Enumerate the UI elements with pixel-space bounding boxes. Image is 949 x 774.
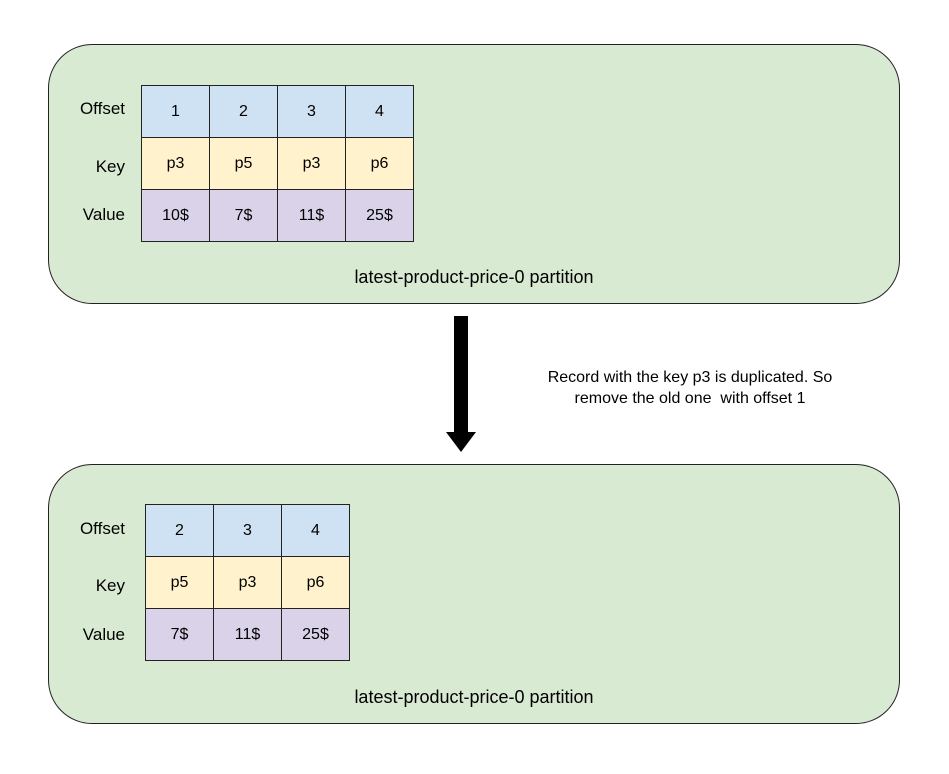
value-cell: 11$	[277, 189, 346, 242]
value-cell: 25$	[345, 189, 414, 242]
offset-cell: 2	[209, 85, 278, 138]
value-cell: 7$	[145, 608, 214, 661]
dedup-note: Record with the key p3 is duplicated. So…	[500, 367, 880, 409]
key-cell: p5	[209, 137, 278, 190]
dedup-note-line-1: Record with the key p3 is duplicated. So	[547, 369, 833, 386]
value-row: 10$ 7$ 11$ 25$	[141, 189, 414, 242]
down-arrow-icon	[446, 316, 476, 452]
offset-cell: 3	[277, 85, 346, 138]
value-row-label: Value	[82, 205, 125, 224]
key-cell: p6	[281, 556, 350, 609]
key-cell: p3	[213, 556, 282, 609]
partition-caption-before: latest-product-price-0 partition	[354, 267, 594, 287]
value-cell: 10$	[141, 189, 210, 242]
offset-row-label: Offset	[79, 99, 125, 118]
offset-row-label: Offset	[79, 519, 125, 538]
partition-caption-after: latest-product-price-0 partition	[354, 687, 594, 707]
value-cell: 11$	[213, 608, 282, 661]
key-cell: p6	[345, 137, 414, 190]
value-cell: 25$	[281, 608, 350, 661]
partition-before: Offset Key Value 1 2 3 4 p3 p5 p3 p6 10$…	[48, 44, 900, 304]
value-row-label: Value	[82, 625, 125, 644]
value-row: 7$ 11$ 25$	[145, 608, 350, 661]
offset-cell: 3	[213, 504, 282, 557]
dedup-note-line-2: remove the old one with offset 1	[574, 390, 806, 407]
offset-cell: 4	[345, 85, 414, 138]
offset-cell: 1	[141, 85, 210, 138]
key-cell: p5	[145, 556, 214, 609]
offset-row: 1 2 3 4	[141, 85, 414, 138]
key-cell: p3	[277, 137, 346, 190]
key-row-label: Key	[95, 576, 125, 595]
value-cell: 7$	[209, 189, 278, 242]
offset-row: 2 3 4	[145, 504, 350, 557]
partition-after: Offset Key Value 2 3 4 p5 p3 p6 7$ 11$ 2…	[48, 464, 900, 724]
key-row-label: Key	[95, 157, 125, 176]
offset-cell: 4	[281, 504, 350, 557]
key-cell: p3	[141, 137, 210, 190]
records-table-before: 1 2 3 4 p3 p5 p3 p6 10$ 7$ 11$ 25$	[141, 85, 414, 242]
key-row: p5 p3 p6	[145, 556, 350, 609]
records-table-after: 2 3 4 p5 p3 p6 7$ 11$ 25$	[145, 504, 350, 661]
offset-cell: 2	[145, 504, 214, 557]
key-row: p3 p5 p3 p6	[141, 137, 414, 190]
